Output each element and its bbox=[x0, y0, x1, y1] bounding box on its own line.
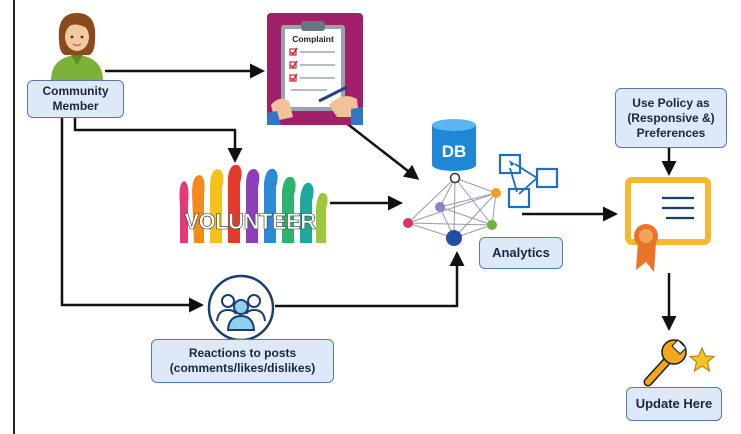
arrow-reactions-to-network bbox=[275, 251, 465, 308]
wrench-icon bbox=[643, 339, 687, 387]
reactions-label: Reactions to posts (comments/likes/disli… bbox=[169, 346, 316, 375]
group-users-icon bbox=[207, 274, 275, 342]
analytics-box: Analytics bbox=[479, 237, 563, 269]
database-label: DB bbox=[442, 142, 467, 161]
volunteer-hands-icon: VOLUNTEER bbox=[179, 164, 328, 243]
left-divider-line bbox=[13, 0, 15, 434]
community-member-box: Community Member bbox=[27, 80, 124, 118]
reactions-box: Reactions to posts (comments/likes/disli… bbox=[151, 339, 334, 383]
update-box: Update Here bbox=[626, 387, 722, 421]
analytics-label: Analytics bbox=[492, 244, 550, 260]
policy-label: Use Policy as (Responsive &) Preferences bbox=[627, 95, 715, 140]
community-member-label: Community Member bbox=[42, 84, 109, 113]
star-icon bbox=[688, 346, 716, 373]
volunteer-label: VOLUNTEER bbox=[184, 209, 316, 234]
workflow-icon bbox=[498, 153, 559, 209]
database-icon: DB bbox=[432, 119, 476, 171]
arrow-complaint-to-network bbox=[344, 121, 420, 180]
update-label: Update Here bbox=[635, 395, 713, 411]
certificate-icon bbox=[625, 177, 711, 272]
network-graph-icon bbox=[403, 172, 501, 246]
arrow-member-to-reactions bbox=[60, 118, 204, 313]
arrow-member-to-volunteer bbox=[73, 118, 243, 163]
person-icon bbox=[51, 13, 103, 81]
complaint-clipboard-icon: Complaint bbox=[267, 13, 363, 125]
complaint-title: Complaint bbox=[292, 34, 334, 44]
policy-box: Use Policy as (Responsive &) Preferences bbox=[615, 88, 727, 148]
